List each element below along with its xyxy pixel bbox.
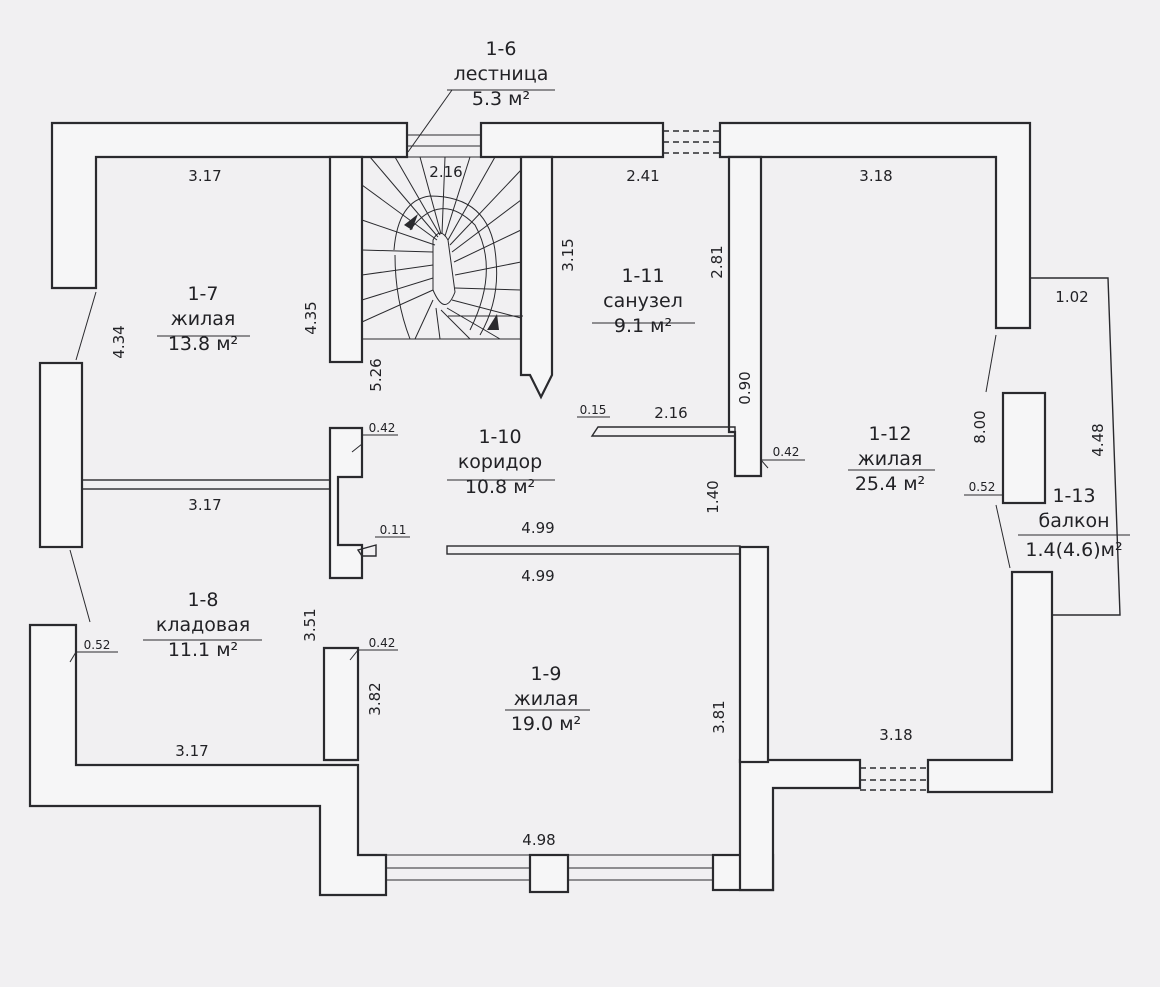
svg-text:1-12: 1-12 xyxy=(868,423,911,445)
room-label-1-6: 1-6 лестница 5.3 м² xyxy=(454,38,549,110)
walls xyxy=(28,121,1054,897)
dim-label: 3.15 xyxy=(559,238,577,271)
svg-text:балкон: балкон xyxy=(1038,510,1109,532)
dim-label: 0.42 xyxy=(773,445,800,459)
dim-label: 4.34 xyxy=(110,325,128,358)
svg-text:санузел: санузел xyxy=(603,290,683,312)
room-label-1-12: 1-12 жилая 25.4 м² xyxy=(855,423,925,495)
dim-label: 3.81 xyxy=(710,700,728,733)
svg-text:1-10: 1-10 xyxy=(478,426,521,448)
dim-label: 0.52 xyxy=(84,638,111,652)
svg-text:1-13: 1-13 xyxy=(1052,485,1095,507)
dim-label: 0.15 xyxy=(580,403,607,417)
dim-label: 2.16 xyxy=(654,404,687,422)
dim-label: 4.98 xyxy=(522,831,555,849)
dimension-labels: 3.17 2.16 2.41 3.18 1.02 3.17 2.16 0.15 … xyxy=(84,163,1107,849)
dim-label: 4.48 xyxy=(1089,423,1107,456)
dim-label: 3.51 xyxy=(301,608,319,641)
svg-text:1.4(4.6)м²: 1.4(4.6)м² xyxy=(1025,539,1122,561)
dim-label: 3.18 xyxy=(859,167,892,185)
svg-text:25.4 м²: 25.4 м² xyxy=(855,473,925,495)
dim-label: 4.35 xyxy=(302,301,320,334)
staircase xyxy=(361,156,522,340)
dim-label: 2.81 xyxy=(708,245,726,278)
svg-text:коридор: коридор xyxy=(458,451,542,473)
dim-label: 3.17 xyxy=(175,742,208,760)
dim-label: 1.02 xyxy=(1055,288,1088,306)
dim-label: 1.40 xyxy=(704,480,722,513)
windows xyxy=(386,130,928,881)
dim-label: 2.16 xyxy=(429,163,462,181)
svg-text:1-7: 1-7 xyxy=(187,283,218,305)
svg-text:жилая: жилая xyxy=(171,308,236,330)
svg-text:лестница: лестница xyxy=(454,63,549,85)
room-label-1-10: 1-10 коридор 10.8 м² xyxy=(458,426,542,498)
room-label-1-13: 1-13 балкон 1.4(4.6)м² xyxy=(1025,485,1122,561)
svg-text:1-6: 1-6 xyxy=(485,38,516,60)
dim-label: 0.90 xyxy=(736,371,754,404)
dim-label: 0.52 xyxy=(969,480,996,494)
room-label-1-9: 1-9 жилая 19.0 м² xyxy=(511,663,581,735)
leader-lines xyxy=(69,89,1130,711)
svg-text:10.8 м²: 10.8 м² xyxy=(465,476,535,498)
dim-label: 8.00 xyxy=(971,410,989,443)
svg-text:жилая: жилая xyxy=(514,688,579,710)
room-label-1-11: 1-11 санузел 9.1 м² xyxy=(603,265,683,337)
svg-text:11.1 м²: 11.1 м² xyxy=(168,639,238,661)
partitions xyxy=(81,426,741,557)
svg-text:13.8 м²: 13.8 м² xyxy=(168,333,238,355)
dim-label: 0.11 xyxy=(380,523,407,537)
svg-text:1-8: 1-8 xyxy=(187,589,218,611)
dim-label: 2.41 xyxy=(626,167,659,185)
svg-text:жилая: жилая xyxy=(858,448,923,470)
balcony-outline xyxy=(1030,277,1121,616)
svg-text:5.3 м²: 5.3 м² xyxy=(472,88,530,110)
dim-label: 3.18 xyxy=(879,726,912,744)
svg-text:19.0 м²: 19.0 м² xyxy=(511,713,581,735)
dim-label: 4.99 xyxy=(521,567,554,585)
dim-label: 5.26 xyxy=(367,358,385,391)
dim-label: 3.17 xyxy=(188,496,221,514)
dim-label: 3.82 xyxy=(366,682,384,715)
svg-text:1-9: 1-9 xyxy=(530,663,561,685)
dim-label: 0.42 xyxy=(369,421,396,435)
svg-text:1-11: 1-11 xyxy=(621,265,664,287)
room-label-1-8: 1-8 кладовая 11.1 м² xyxy=(156,589,250,661)
svg-text:кладовая: кладовая xyxy=(156,614,250,636)
svg-text:9.1 м²: 9.1 м² xyxy=(614,315,672,337)
room-label-1-7: 1-7 жилая 13.8 м² xyxy=(168,283,238,355)
dim-label: 0.42 xyxy=(369,636,396,650)
dim-label: 3.17 xyxy=(188,167,221,185)
dim-label: 4.99 xyxy=(521,519,554,537)
